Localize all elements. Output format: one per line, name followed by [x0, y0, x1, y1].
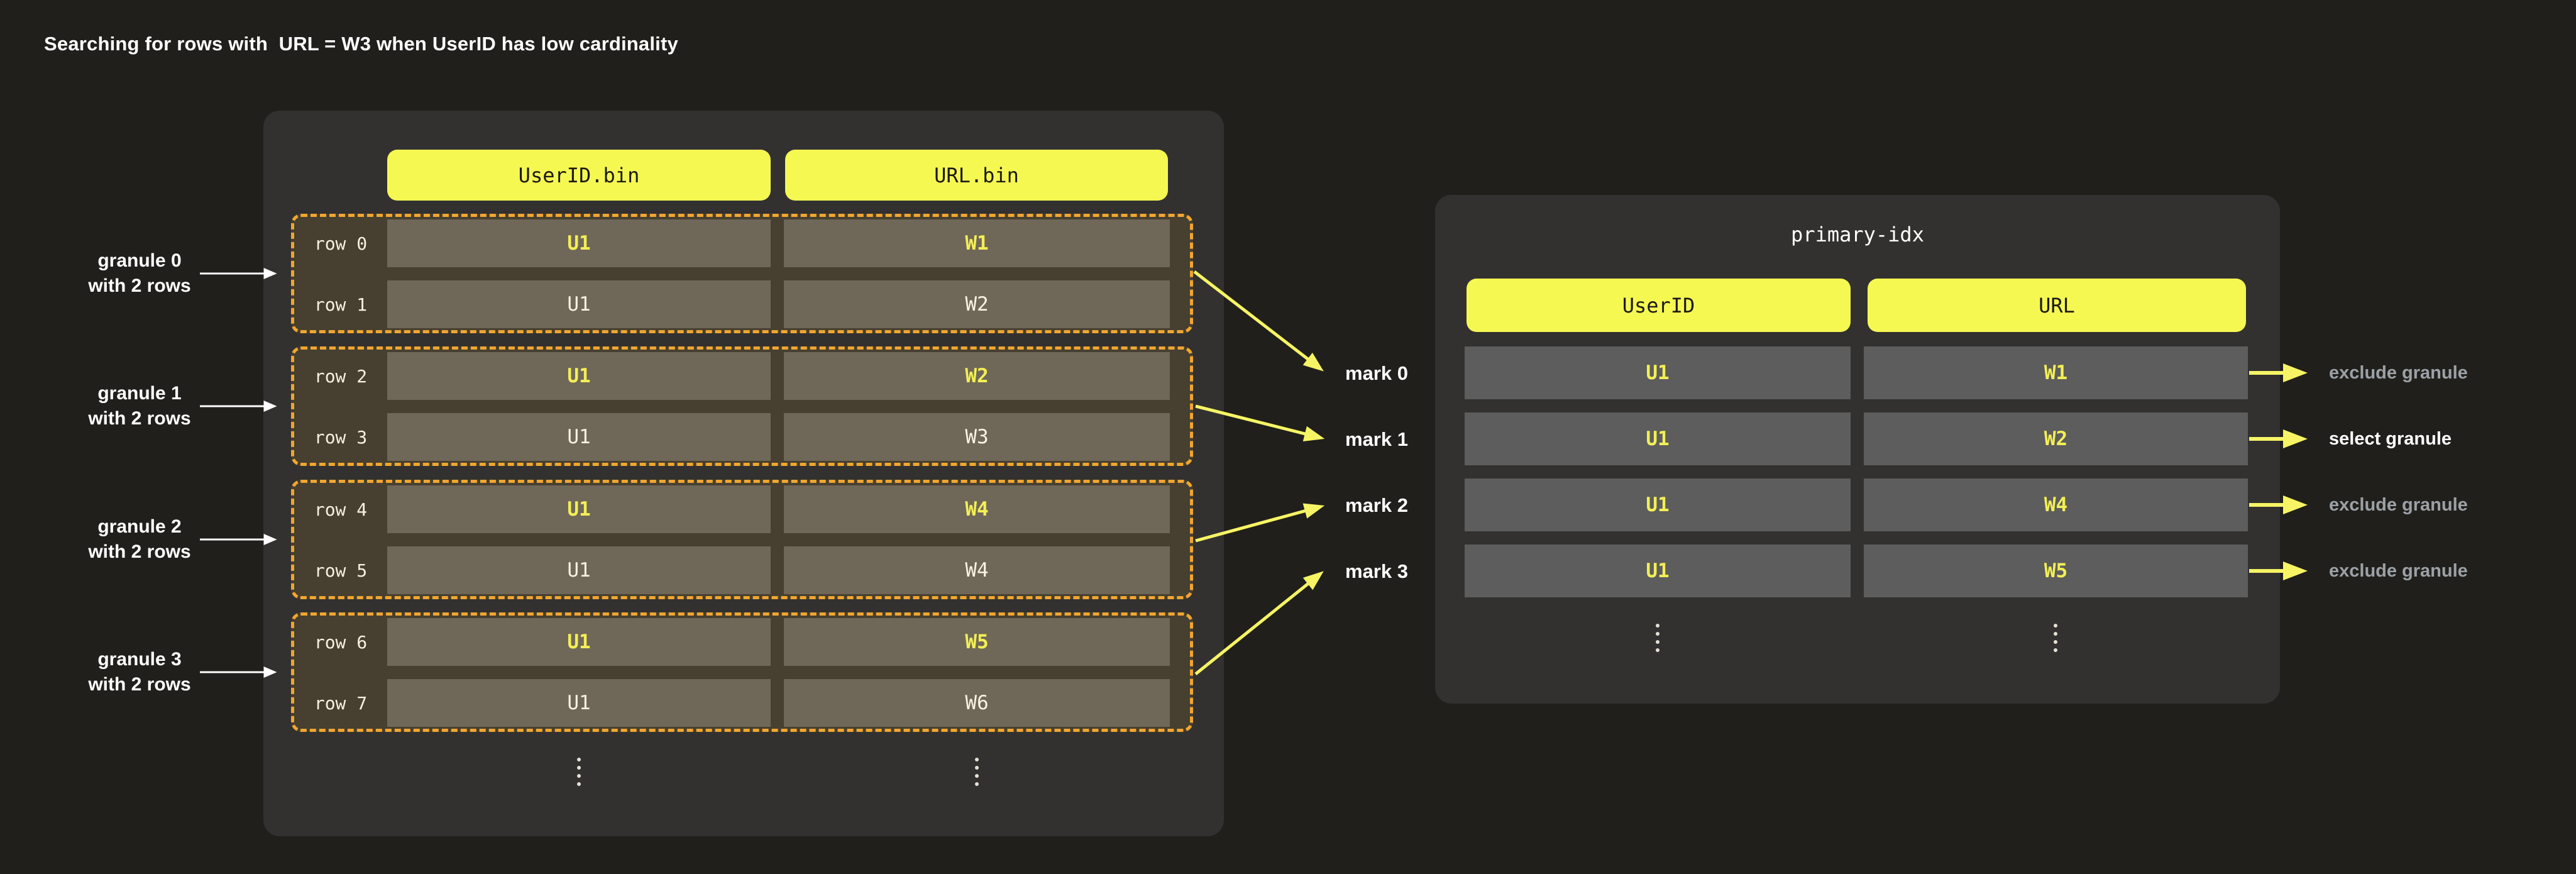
row-label: row 6 — [314, 631, 368, 653]
index-url-cell: W4 — [1864, 478, 2248, 531]
userid-cell: U1 — [387, 485, 771, 533]
granule-1-label-line1: granule 1 — [97, 383, 182, 404]
index-url-cell: W2 — [1864, 412, 2248, 465]
userid-cell: U1 — [387, 546, 771, 594]
granule-2-label-line2: with 2 rows — [88, 541, 191, 562]
userid-cell: U1 — [387, 352, 771, 400]
granule-0-label: granule 0 with 2 rows — [36, 248, 243, 299]
vertical-ellipsis-icon — [577, 758, 581, 786]
granule-3-label: granule 3 with 2 rows — [36, 647, 243, 697]
mark-1-label: mark 1 — [1345, 428, 1408, 450]
vertical-ellipsis-icon — [1656, 624, 1660, 652]
row-label: row 3 — [314, 426, 368, 448]
userid-cell: U1 — [387, 618, 771, 666]
granule-3: row 6 U1 W5 row 7 U1 W6 — [291, 612, 1193, 732]
granule-2-label: granule 2 with 2 rows — [36, 514, 243, 565]
action-label-exclude-3: exclude granule — [2329, 561, 2468, 581]
index-url-cell: W5 — [1864, 545, 2248, 597]
url-cell: W3 — [784, 413, 1170, 461]
url-cell: W2 — [784, 280, 1170, 328]
userid-cell: U1 — [387, 219, 771, 267]
granule-0: row 0 U1 W1 row 1 U1 W2 — [291, 214, 1193, 333]
action-label-select: select granule — [2329, 429, 2452, 449]
url-cell: W4 — [784, 485, 1170, 533]
url-cell: W1 — [784, 219, 1170, 267]
page-title: Searching for rows with URL = W3 when Us… — [44, 33, 678, 55]
granule-1-label-line2: with 2 rows — [88, 408, 191, 429]
granule-0-label-line1: granule 0 — [97, 250, 182, 271]
column-header-url-bin: URL.bin — [785, 150, 1168, 201]
column-header-url: URL — [1868, 279, 2246, 332]
primary-index-panel: primary-idx UserID URL U1 W1 U1 W2 U1 W4… — [1435, 195, 2280, 704]
vertical-ellipsis-icon — [2054, 624, 2057, 652]
mark-0-label: mark 0 — [1345, 362, 1408, 384]
row-label: row 2 — [314, 365, 368, 387]
url-cell: W2 — [784, 352, 1170, 400]
url-cell: W4 — [784, 546, 1170, 594]
userid-cell: U1 — [387, 679, 771, 727]
vertical-ellipsis-icon — [975, 758, 979, 786]
userid-cell: U1 — [387, 280, 771, 328]
row-label: row 5 — [314, 560, 368, 581]
row-label: row 0 — [314, 233, 368, 254]
index-userid-cell: U1 — [1465, 545, 1851, 597]
granule-1-label: granule 1 with 2 rows — [36, 381, 243, 431]
granule-2-label-line1: granule 2 — [97, 516, 182, 537]
granule-3-label-line2: with 2 rows — [88, 674, 191, 695]
row-label: row 4 — [314, 499, 368, 520]
action-label-exclude-2: exclude granule — [2329, 495, 2468, 515]
index-userid-cell: U1 — [1465, 346, 1851, 399]
url-cell: W6 — [784, 679, 1170, 727]
mark-3-label: mark 3 — [1345, 560, 1408, 582]
primary-index-title: primary-idx — [1791, 223, 1924, 246]
row-label: row 1 — [314, 294, 368, 315]
granule-3-label-line1: granule 3 — [97, 649, 182, 670]
granule-2: row 4 U1 W4 row 5 U1 W4 — [291, 480, 1193, 599]
granule-1: row 2 U1 W2 row 3 U1 W3 — [291, 346, 1193, 466]
granule-0-label-line2: with 2 rows — [88, 275, 191, 296]
mark-2-label: mark 2 — [1345, 494, 1408, 516]
url-cell: W5 — [784, 618, 1170, 666]
row-label: row 7 — [314, 692, 368, 714]
column-header-userid: UserID — [1467, 279, 1851, 332]
action-label-exclude-0: exclude granule — [2329, 363, 2468, 383]
index-userid-cell: U1 — [1465, 478, 1851, 531]
index-userid-cell: U1 — [1465, 412, 1851, 465]
data-file-panel: UserID.bin URL.bin row 0 U1 W1 row 1 U1 … — [263, 111, 1224, 836]
column-header-userid-bin: UserID.bin — [387, 150, 771, 201]
index-url-cell: W1 — [1864, 346, 2248, 399]
userid-cell: U1 — [387, 413, 771, 461]
